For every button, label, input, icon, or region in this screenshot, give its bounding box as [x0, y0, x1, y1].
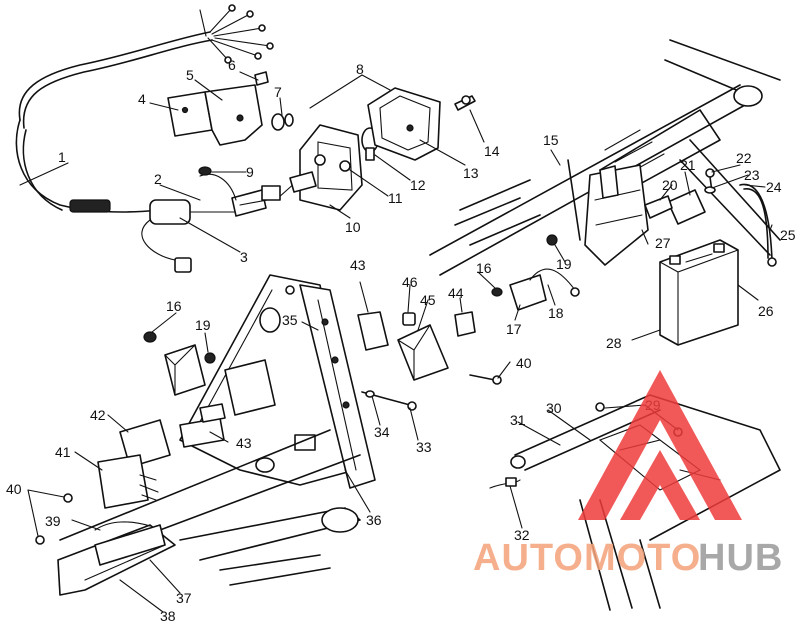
callout-45: 45 [420, 292, 436, 308]
callout-20: 20 [662, 177, 678, 193]
screw-40b-set [35, 493, 73, 545]
callout-9: 9 [246, 164, 254, 180]
callout-27: 27 [655, 235, 671, 251]
callout-14: 14 [484, 143, 500, 159]
mounting-plate-5 [204, 84, 263, 146]
callout-19a: 19 [556, 256, 572, 272]
callout-16b: 16 [166, 298, 182, 314]
callout-41: 41 [55, 444, 71, 460]
callout-28: 28 [606, 335, 622, 351]
callout-32: 32 [514, 527, 530, 543]
callout-1: 1 [58, 149, 66, 165]
relay-17 [509, 268, 580, 311]
watermark-word-right: HUB [698, 537, 783, 579]
regulator-41 [97, 454, 159, 509]
callout-36: 36 [366, 512, 382, 528]
watermark-logo: AUTOMOTO HUB [473, 370, 783, 579]
wire-39 [94, 521, 151, 531]
battery-cover-21 [667, 189, 706, 225]
callout-46: 46 [402, 274, 418, 290]
callout-44: 44 [448, 285, 464, 301]
side-rail-35 [299, 284, 376, 489]
strap-15 [567, 159, 581, 241]
callout-35: 35 [282, 312, 298, 328]
callout-4: 4 [138, 91, 146, 107]
bracket-43a [357, 311, 389, 351]
battery-28 [659, 239, 739, 346]
screw-6 [254, 71, 269, 86]
callout-3: 3 [240, 249, 248, 265]
callout-18: 18 [548, 305, 564, 321]
battery-box-27 [584, 164, 649, 266]
fuse-44 [454, 311, 476, 337]
callout-16a: 16 [476, 260, 492, 276]
screw-14 [454, 95, 476, 111]
holder-20 [644, 195, 673, 219]
callout-17: 17 [506, 321, 522, 337]
watermark-triangle-icon [578, 370, 742, 520]
callout-25: 25 [780, 227, 796, 243]
nut-23 [704, 186, 716, 194]
callout-22: 22 [736, 150, 752, 166]
watermark-word-left: AUTOMOTO [473, 537, 701, 579]
wire-harness [15, 4, 297, 273]
callout-2: 2 [154, 171, 162, 187]
callout-39: 39 [45, 513, 61, 529]
callout-6: 6 [228, 57, 236, 73]
screw-40a [469, 374, 502, 385]
callout-37: 37 [176, 590, 192, 606]
callout-43a: 43 [350, 257, 366, 273]
bulb-socket-11 [289, 171, 317, 193]
callout-33: 33 [416, 439, 432, 455]
callout-40b: 40 [516, 355, 532, 371]
module-45 [397, 324, 449, 381]
cdi-module [164, 344, 206, 396]
nut-9 [198, 166, 212, 176]
leader-lines [19, 71, 773, 613]
callout-19b: 19 [195, 317, 211, 333]
bracket-37 [94, 524, 166, 566]
callout-21: 21 [680, 157, 696, 173]
watermark-inner-triangle-icon [620, 450, 700, 520]
plug-46 [402, 312, 416, 326]
callout-26: 26 [758, 303, 774, 319]
nut-16b [143, 331, 157, 343]
bolt-33-34 [361, 390, 417, 411]
callout-43b: 43 [236, 435, 252, 451]
mounting-bracket-4 [167, 91, 213, 137]
callout-12: 12 [410, 177, 426, 193]
callout-24: 24 [766, 179, 782, 195]
callout-38: 38 [160, 608, 176, 621]
callout-8: 8 [356, 61, 364, 77]
callout-42: 42 [90, 407, 106, 423]
callout-40a: 40 [6, 481, 22, 497]
callout-34: 34 [374, 424, 390, 440]
callout-11: 11 [388, 190, 403, 206]
callout-13: 13 [463, 165, 479, 181]
bracket-43b [179, 403, 226, 448]
callout-15: 15 [543, 132, 559, 148]
cable-24-25 [739, 183, 777, 267]
grommet-7 [271, 113, 294, 131]
washer-19a [546, 234, 558, 246]
callout-10: 10 [345, 219, 361, 235]
taillight-housing-10 [299, 124, 363, 211]
callout-7: 7 [274, 84, 282, 100]
lens-13 [367, 87, 441, 161]
box-42 [119, 419, 171, 468]
callout-numbers: 1 2 3 4 5 6 7 8 9 10 11 12 13 14 15 16 1… [6, 57, 796, 621]
callout-5: 5 [186, 67, 194, 83]
nut-16a [491, 287, 503, 297]
callout-23: 23 [744, 167, 760, 183]
callout-30: 30 [546, 400, 562, 416]
callout-31: 31 [510, 412, 526, 428]
washer-19b [204, 352, 216, 364]
